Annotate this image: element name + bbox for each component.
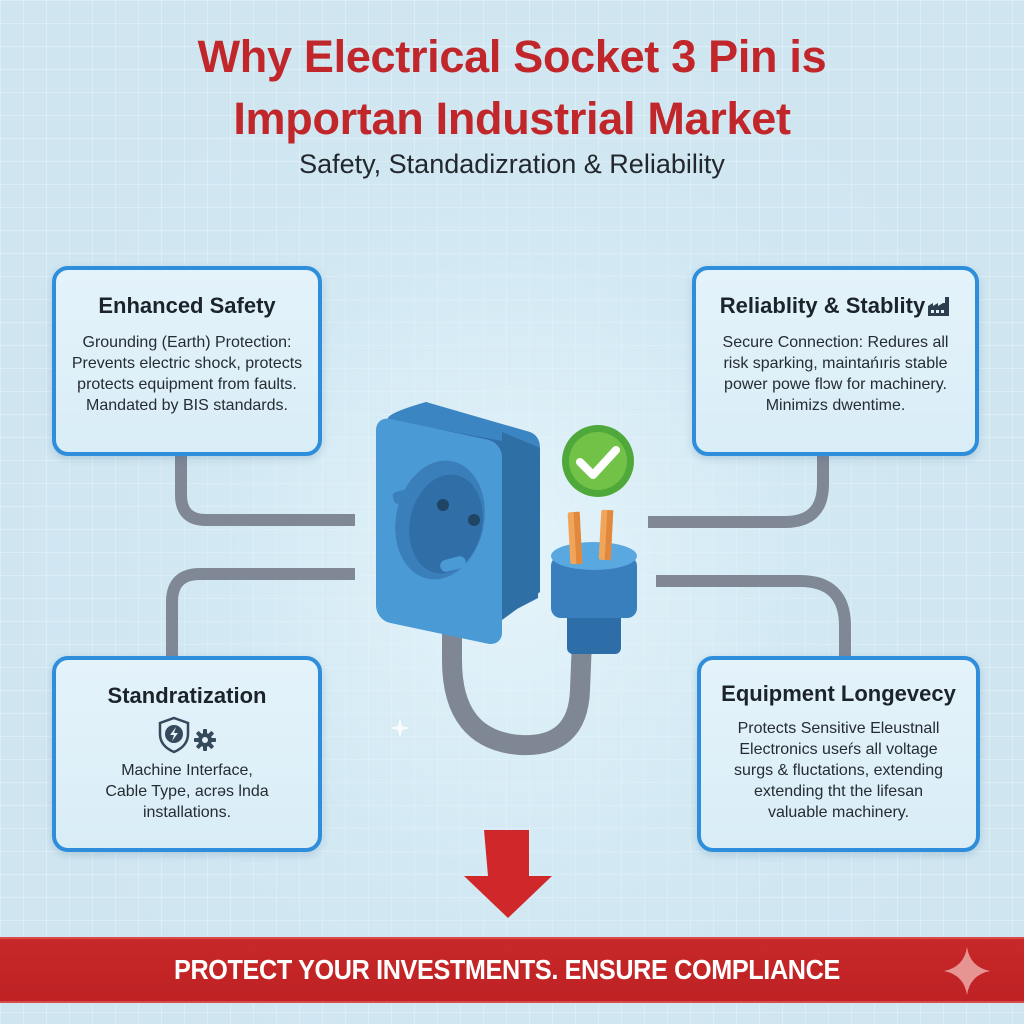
page-subtitle: Safety, Standadizration & Reliability <box>299 149 725 179</box>
shield-bolt-icon <box>158 716 190 754</box>
cable-icon <box>442 590 592 756</box>
connector-standardization <box>166 568 355 656</box>
page-title-line-2: Importan Industrial Market <box>233 93 791 144</box>
banner-text: PROTECT YOUR INVESTMENTS. ENSURE COMPLIA… <box>174 954 840 985</box>
call-to-action-banner: PROTECT YOUR INVESTMENTS. ENSURE COMPLIA… <box>0 937 1024 1003</box>
sparkle-decor-icon <box>390 718 410 738</box>
card-title-row: Reliablity & Stablity <box>696 292 975 320</box>
power-plug-icon <box>551 509 637 654</box>
card-title: Enhanced Safety <box>98 293 276 318</box>
page-title-line-1: Why Electrical Socket 3 Pin is <box>197 31 827 82</box>
card-reliability-stability: Reliablity & Stablity Secure Connection:… <box>692 266 979 456</box>
card-icons <box>56 716 318 754</box>
arrow-down-icon <box>464 830 552 918</box>
card-equipment-longevity: Equipment Longevecy Protects Sensitive E… <box>697 656 980 852</box>
power-socket-icon <box>376 402 540 645</box>
card-body: Secure Connection: Redures all risk spar… <box>722 334 949 414</box>
gear-icon <box>194 729 216 751</box>
card-body: Protects Sensitive Eleustnall Electronic… <box>733 720 943 821</box>
card-body: Grounding (Earth) Protection: Prevents e… <box>71 334 303 414</box>
card-title: Standratization <box>107 683 267 708</box>
card-body: Machine Interface, Cable Type, acrəs lnd… <box>105 762 269 821</box>
sparkle-icon <box>944 947 990 995</box>
connector-safety <box>175 455 355 526</box>
connector-reliability <box>648 455 829 528</box>
check-circle-icon <box>562 425 634 497</box>
factory-icon <box>928 297 950 316</box>
card-title: Equipment Longevecy <box>721 681 956 706</box>
card-enhanced-safety: Enhanced Safety Grounding (Earth) Protec… <box>52 266 322 456</box>
card-standardization: Standratization Machine Interface, Cable <box>52 656 322 852</box>
connector-longevity <box>656 575 851 656</box>
